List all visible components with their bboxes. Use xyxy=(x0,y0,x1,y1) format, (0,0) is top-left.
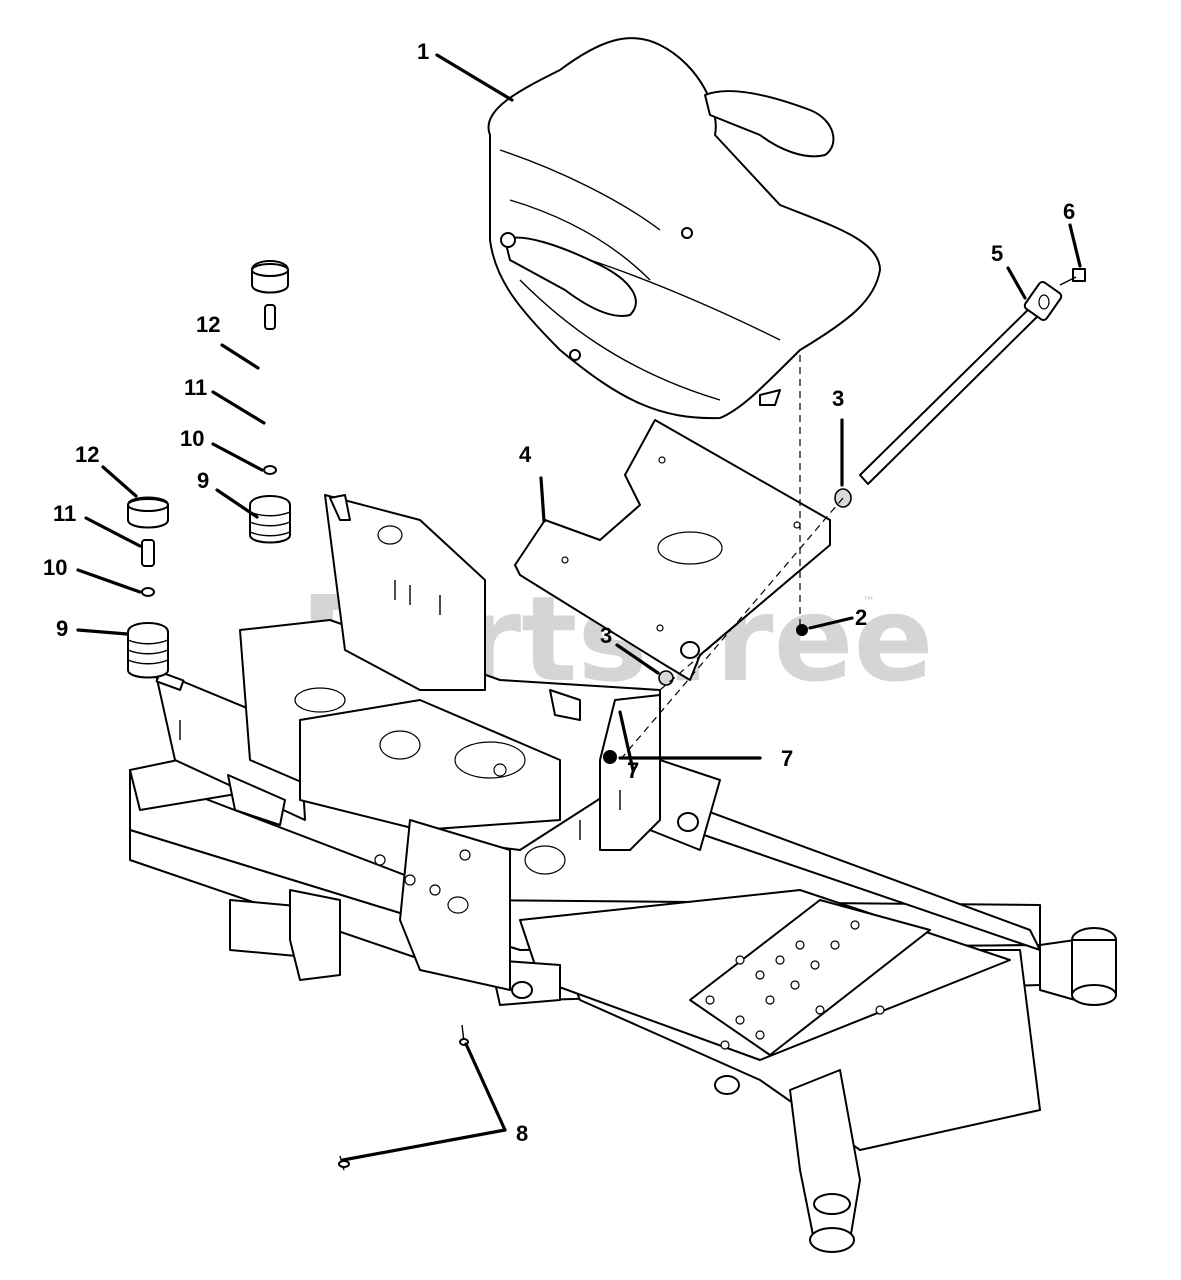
callout-7-lower: 7 xyxy=(627,758,639,783)
callout-3-upper: 3 xyxy=(832,386,844,411)
callout-labels: 1 2 3 3 4 5 6 7 7 8 9 9 10 10 11 11 12 1… xyxy=(43,39,1075,1146)
leader-lines xyxy=(76,53,1082,1162)
callout-3-lower: 3 xyxy=(600,623,612,648)
seat-adjust-rod xyxy=(859,268,1086,485)
callout-11-upper: 11 xyxy=(184,375,207,400)
callout-8: 8 xyxy=(516,1121,528,1146)
seat-support-weldment xyxy=(154,494,661,991)
callout-2: 2 xyxy=(855,605,867,630)
right-bumper-stack xyxy=(249,260,291,544)
callout-11-lower: 11 xyxy=(53,501,76,526)
left-bumper-stack xyxy=(127,496,169,679)
watermark-trademark: ™ xyxy=(862,595,875,610)
callout-1: 1 xyxy=(417,39,429,64)
callout-5: 5 xyxy=(991,241,1003,266)
callout-12-upper: 12 xyxy=(196,312,220,337)
callout-9-upper: 9 xyxy=(197,468,209,493)
callout-7-right: 7 xyxy=(781,746,793,771)
callout-4: 4 xyxy=(519,442,532,467)
hardware xyxy=(338,488,852,1171)
seat xyxy=(487,37,881,420)
callout-6: 6 xyxy=(1063,199,1075,224)
callout-12-lower: 12 xyxy=(75,442,99,467)
callout-10-lower: 10 xyxy=(43,555,67,580)
callout-10-upper: 10 xyxy=(180,426,204,451)
callout-9-lower: 9 xyxy=(56,616,68,641)
assembly-lines xyxy=(619,355,844,761)
